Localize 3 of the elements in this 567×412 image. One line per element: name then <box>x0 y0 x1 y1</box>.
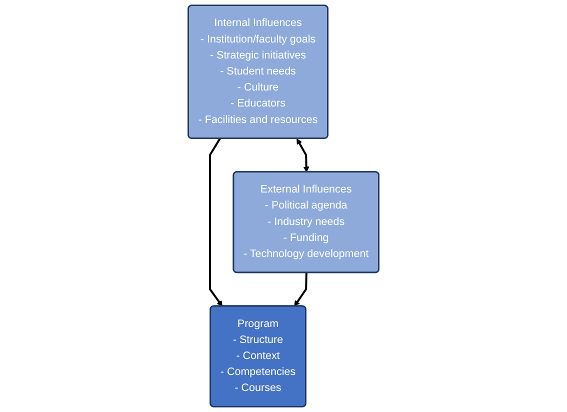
arrow <box>294 272 308 307</box>
arrow <box>208 138 223 307</box>
arrow <box>296 138 310 172</box>
